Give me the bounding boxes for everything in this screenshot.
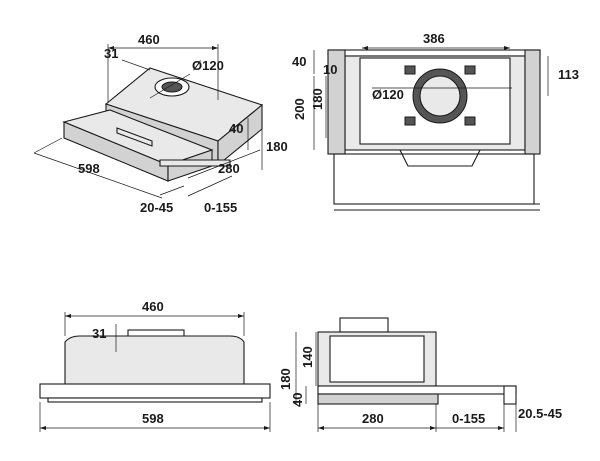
iso-dim-duct: Ø120: [192, 58, 224, 73]
ft-dim-113: 113: [558, 67, 579, 82]
iso-dim-duct-leader: [149, 73, 191, 99]
front-view-bottom: 460 31 598: [39, 299, 271, 432]
iso-dim-front: 20-45: [140, 200, 173, 215]
iso-slide-bar: [159, 159, 231, 167]
ft-handle: [399, 149, 481, 167]
ft-hole-1: [404, 65, 416, 75]
iso-dim-extension: 0-155: [204, 200, 237, 215]
fb-dim-598: 598: [142, 411, 164, 426]
iso-dim-460: 460: [138, 32, 160, 47]
iso-ext-598-left: [33, 137, 63, 154]
fb-dim-460: 460: [142, 299, 164, 314]
arrowheads: [40, 46, 510, 430]
iso-dim-598-line: [33, 152, 163, 199]
sv-dim-extension: 0-155: [452, 411, 485, 426]
iso-dim-280: 280: [218, 161, 240, 176]
ft-dim-40: 40: [292, 54, 306, 69]
ft-dim-386: 386: [423, 31, 445, 46]
front-view-top: 386 40 10 113 200 180 Ø120: [292, 31, 579, 211]
iso-duct-inner: [161, 81, 183, 93]
ft-hole-4: [464, 116, 476, 126]
ft-dim-180: 180: [310, 88, 325, 110]
ft-dim-duct: Ø120: [372, 87, 404, 102]
sv-dim-40: 40: [290, 393, 305, 407]
sv-base: [317, 393, 439, 405]
fb-front-panel: [39, 383, 271, 399]
ft-fan-inner: [419, 75, 461, 117]
ft-dim-200: 200: [292, 98, 307, 120]
iso-dim-280-line: [187, 149, 261, 179]
iso-dim-31-line: [121, 59, 151, 71]
sv-dim-140: 140: [300, 346, 315, 368]
sv-front-panel: [503, 385, 517, 405]
ft-hole-2: [464, 65, 476, 75]
sv-dim-front: 20.5-45: [518, 406, 562, 421]
sv-dim-180: 180: [278, 368, 293, 390]
sv-slide: [317, 385, 517, 395]
iso-handle: [116, 127, 153, 147]
iso-dim-180: 180: [266, 139, 288, 154]
sv-dim-280: 280: [362, 411, 384, 426]
iso-dim-31: 31: [104, 46, 118, 61]
isometric-view: 460 31 Ø120 40 180 280 598 20-45 0-155: [33, 32, 288, 215]
ft-right-wing: [524, 49, 541, 155]
ft-top-plate: [327, 49, 541, 57]
ft-hole-3: [404, 116, 416, 126]
iso-dim-front-line: [159, 185, 185, 196]
sv-duct: [339, 317, 389, 333]
iso-dim-extension-line: [187, 175, 233, 197]
sv-inner: [329, 335, 425, 383]
ft-dim-10: 10: [323, 62, 337, 77]
fb-dim-31: 31: [92, 326, 106, 341]
iso-dim-598: 598: [78, 161, 100, 176]
fb-body: [64, 335, 245, 385]
fb-front-lip: [47, 397, 263, 403]
side-view: 180 140 40 280 0-155 20.5-45: [278, 317, 562, 432]
iso-dim-40: 40: [229, 121, 243, 136]
